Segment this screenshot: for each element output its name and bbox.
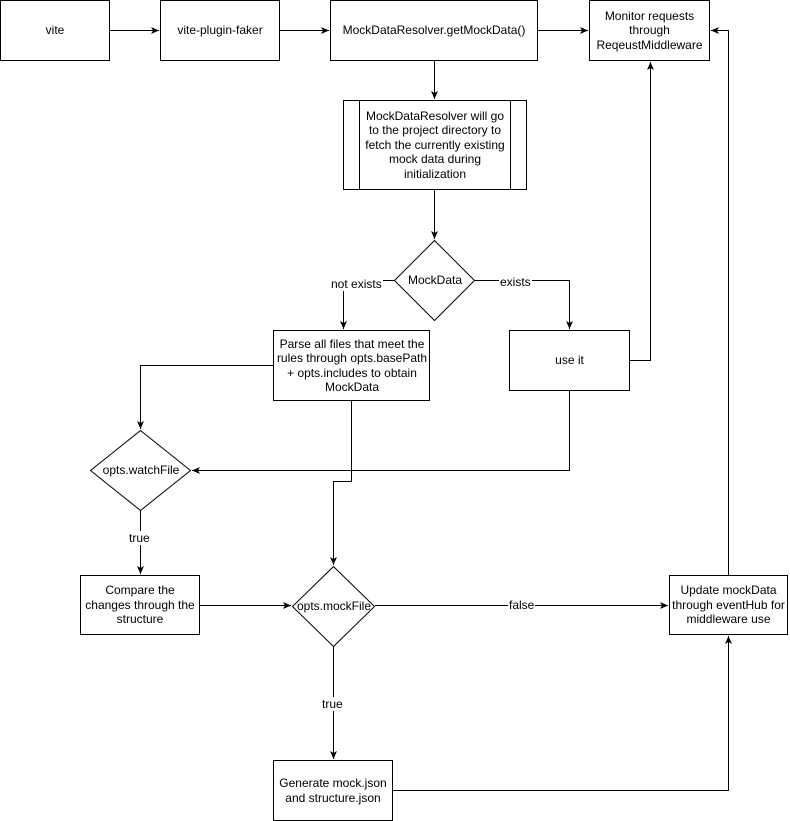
monitor-requests-label: Monitor requests through ReqeustMiddlewa… xyxy=(596,8,703,52)
edge-generate-to-update xyxy=(393,636,732,791)
mock-data-diamond xyxy=(393,239,476,322)
get-mock-data-box xyxy=(330,0,538,61)
monitor-requests-box xyxy=(589,0,710,61)
mock-data-label: MockData xyxy=(407,273,463,288)
compare-changes-box xyxy=(80,575,200,635)
compare-changes-label: Compare the changes through the structur… xyxy=(85,583,195,627)
edge-label-not-exists: not exists xyxy=(330,277,383,291)
edge-update-to-monitor xyxy=(711,27,729,575)
watch-file-diamond xyxy=(89,429,192,512)
mock-file-diamond xyxy=(291,565,376,648)
edge-useit-to-monitor xyxy=(630,62,654,361)
vite-label: vite xyxy=(45,23,65,38)
vite-box xyxy=(0,0,110,61)
update-mock-data-box xyxy=(669,575,788,635)
use-it-label: use it xyxy=(555,353,584,368)
resolver-init-label: MockDataResolver will go to the project … xyxy=(365,108,505,181)
edge-useit-to-watchfile xyxy=(192,391,570,474)
parse-files-label: Parse all files that meet the rules thro… xyxy=(276,336,428,395)
edge-parse-to-watchfile xyxy=(137,365,273,429)
edge-parse-to-mockfile xyxy=(330,401,352,565)
mock-file-label: opts.mockFile xyxy=(296,599,372,614)
generate-json-box xyxy=(273,760,393,821)
edge-label-mock-false: false xyxy=(508,598,536,612)
generate-json-label: Generate mock.json and structure.json xyxy=(279,776,387,805)
watch-file-label: opts.watchFile xyxy=(102,463,180,478)
update-mock-data-label: Update mockData through eventHub for mid… xyxy=(672,583,785,627)
get-mock-data-label: MockDataResolver.getMockData() xyxy=(342,23,526,38)
resolver-init-box xyxy=(343,100,527,190)
edge-label-exists: exists xyxy=(499,275,532,289)
vite-plugin-faker-box xyxy=(160,0,280,61)
use-it-box xyxy=(509,330,630,391)
vite-plugin-faker-label: vite-plugin-faker xyxy=(177,23,263,38)
edge-label-mock-true: true xyxy=(321,697,344,711)
edge-label-watch-true: true xyxy=(128,531,151,545)
parse-files-box xyxy=(273,330,430,401)
